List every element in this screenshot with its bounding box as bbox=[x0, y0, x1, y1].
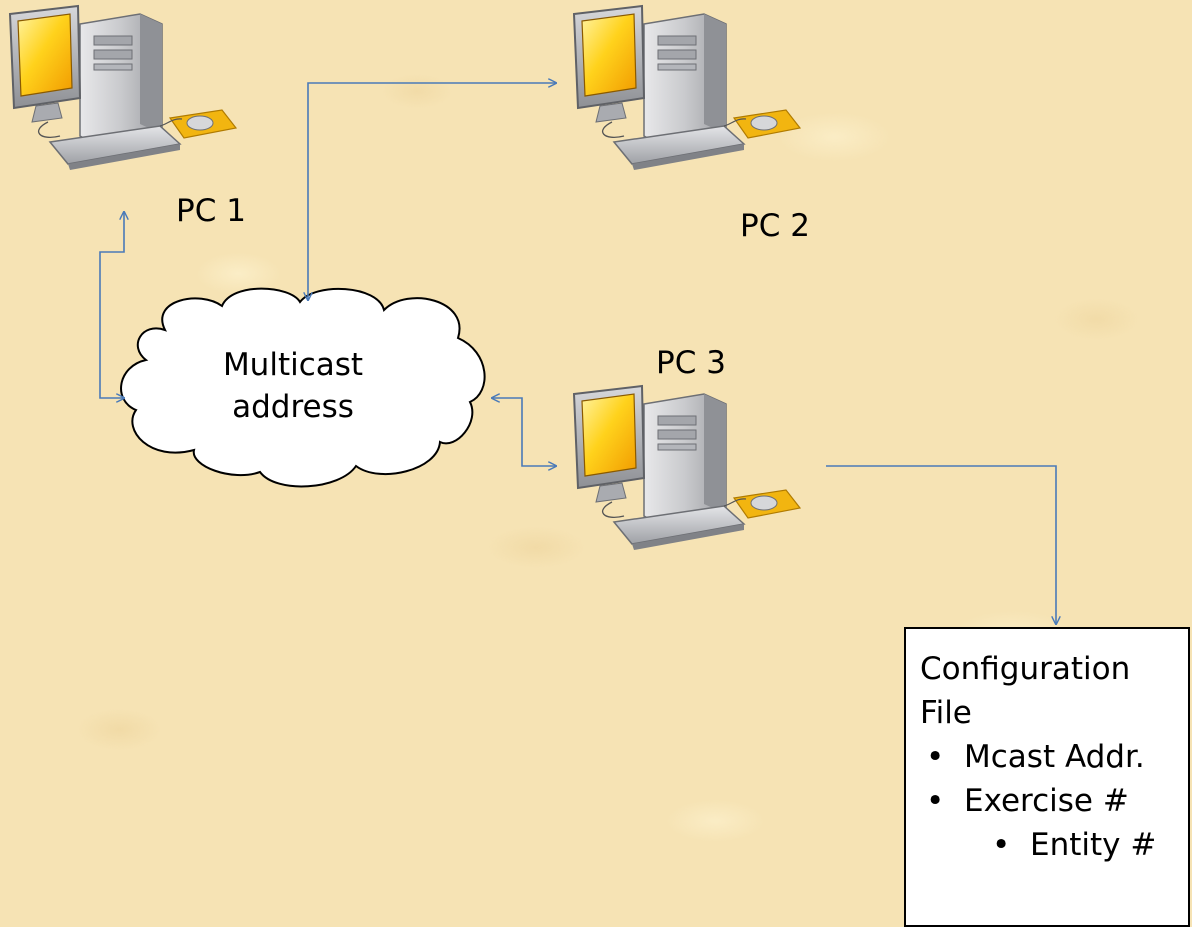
pc3-computer-icon bbox=[573, 385, 801, 551]
cloud-label-line1: Multicast bbox=[222, 347, 364, 383]
config-title-line1: Configuration bbox=[920, 651, 1131, 687]
pc3-label: PC 3 bbox=[656, 345, 726, 381]
config-list: Mcast Addr. Exercise # Entity # bbox=[920, 735, 1188, 867]
config-subitem-entity: Entity # bbox=[920, 823, 1188, 867]
pc1-computer-icon bbox=[9, 5, 237, 171]
pc2-label: PC 2 bbox=[740, 208, 810, 244]
connector-cloud-pc2 bbox=[308, 83, 556, 300]
config-file-box: Configuration File Mcast Addr. Exercise … bbox=[904, 627, 1190, 927]
connector-pc1-cloud bbox=[99, 212, 124, 398]
cloud-label: Multicast address bbox=[168, 344, 418, 428]
config-item-exercise: Exercise # bbox=[920, 779, 1188, 823]
cloud-label-line2: address bbox=[232, 389, 354, 425]
connector-pc3-config bbox=[826, 465, 1056, 624]
pc2-computer-icon bbox=[573, 5, 801, 171]
pc1-label: PC 1 bbox=[176, 193, 246, 229]
connector-cloud-pc3 bbox=[492, 398, 556, 466]
config-title-line2: File bbox=[920, 695, 972, 731]
cloud-icon bbox=[120, 287, 486, 488]
config-item-mcast-addr: Mcast Addr. bbox=[920, 735, 1188, 779]
